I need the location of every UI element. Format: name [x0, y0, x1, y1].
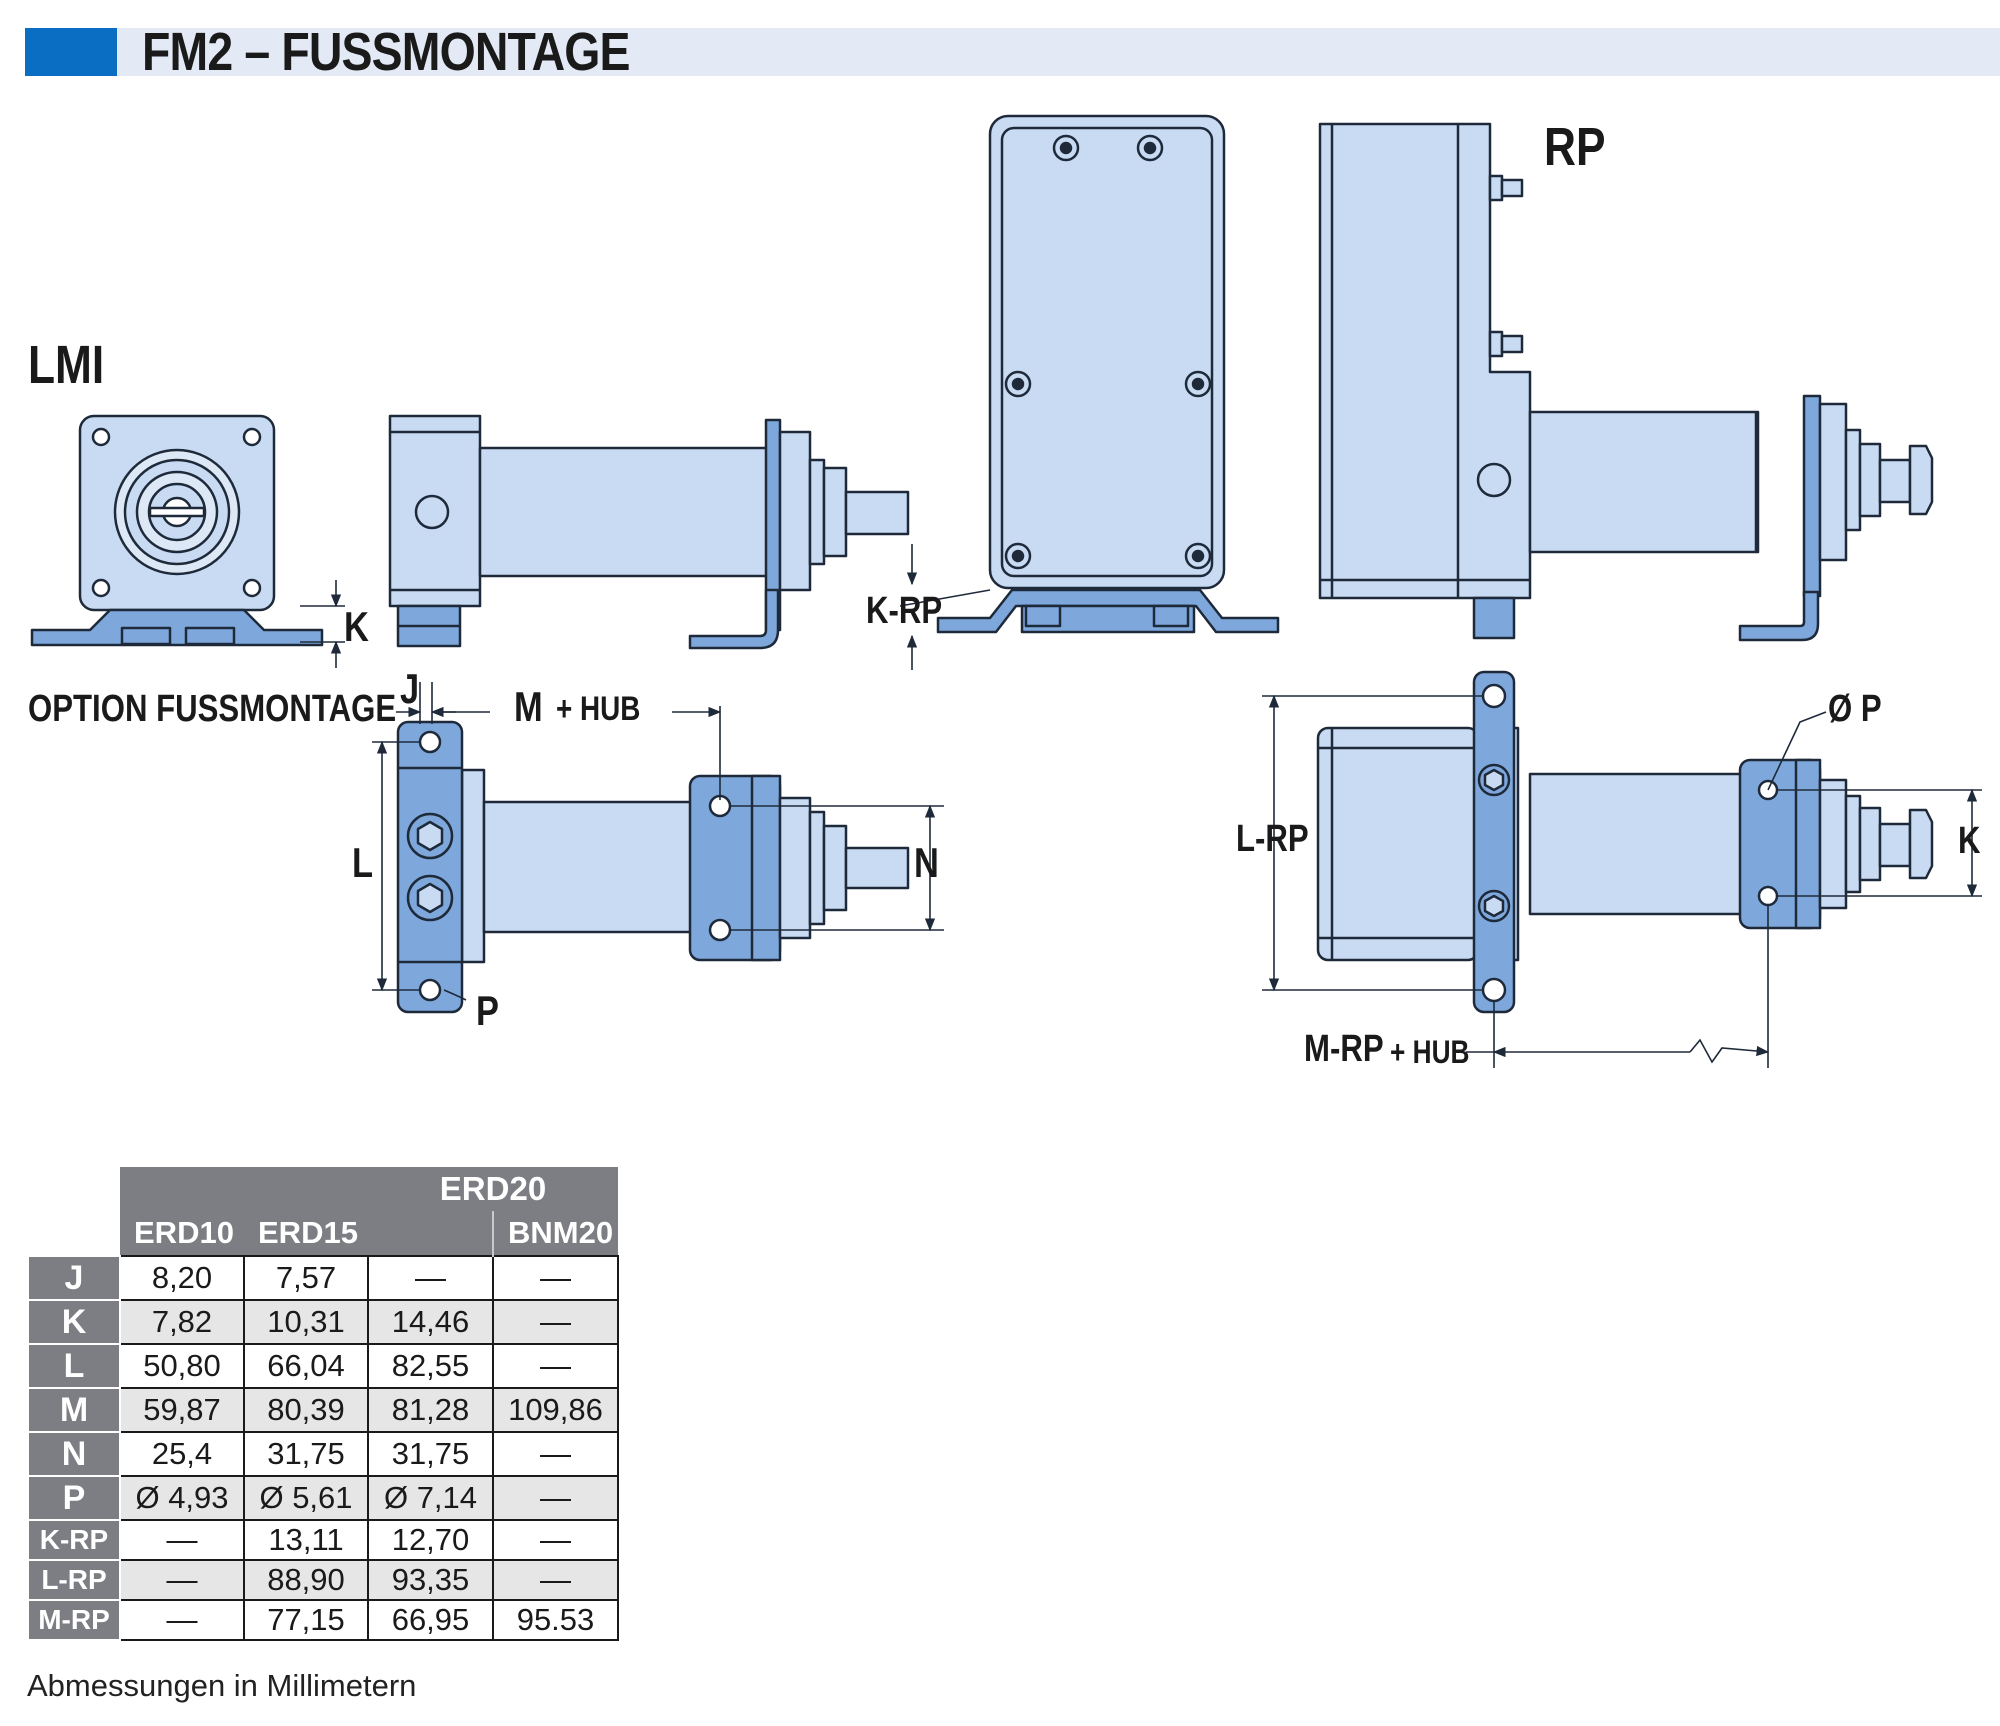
table-cell: 82,55: [367, 1343, 494, 1389]
dim-label-m-hub: + HUB: [556, 690, 641, 728]
row-label: M: [27, 1387, 121, 1433]
table-cell: —: [119, 1599, 245, 1641]
table-cell: 12,70: [367, 1519, 494, 1561]
table-cell: 31,75: [367, 1431, 494, 1477]
row-label: N: [27, 1431, 121, 1477]
table-cell: 13,11: [243, 1519, 369, 1561]
label-lmi: LMI: [28, 335, 105, 395]
header-band: [25, 28, 2000, 76]
col-bnm20: BNM20: [492, 1211, 618, 1256]
row-label: K-RP: [27, 1519, 121, 1561]
table-cell: 66,04: [243, 1343, 369, 1389]
table-cell: —: [367, 1255, 494, 1301]
table-cell: —: [492, 1475, 619, 1521]
table-cell: 88,90: [243, 1559, 369, 1601]
dim-label-m: M: [514, 683, 543, 730]
label-option-fussmontage: OPTION FUSSMONTAGE: [28, 688, 397, 730]
dim-label-l-rp: L-RP: [1236, 818, 1309, 860]
technical-drawing: [30, 114, 1982, 1068]
dim-label-k-rp: K-RP: [866, 590, 943, 632]
rp-front-view: [936, 114, 1280, 634]
dim-label-n: N: [914, 839, 939, 886]
rp-side-view: [1318, 122, 1934, 642]
dim-label-p: P: [476, 987, 499, 1034]
row-label: J: [27, 1255, 121, 1301]
lmi-side-view: [388, 414, 910, 650]
table-cell: 80,39: [243, 1387, 369, 1433]
lmi-top-view: [396, 720, 910, 1014]
table-cell: Ø 4,93: [119, 1475, 245, 1521]
header-accent-block: [25, 28, 117, 76]
dim-label-j: J: [400, 665, 420, 712]
table-cell: Ø 7,14: [367, 1475, 494, 1521]
table-group-header-row: ERD20: [28, 1167, 618, 1256]
col-group-erd20: ERD20: [368, 1167, 618, 1211]
row-label: P: [27, 1475, 121, 1521]
table-cell: 93,35: [367, 1559, 494, 1601]
table-cell: 25,4: [119, 1431, 245, 1477]
table-cell: —: [119, 1559, 245, 1601]
table-header-row: ERD10 ERD15 BNM20: [28, 1211, 618, 1256]
table-cell: —: [492, 1255, 619, 1301]
table-cell: 59,87: [119, 1387, 245, 1433]
row-label: M-RP: [27, 1599, 121, 1641]
col-erd10: ERD10: [120, 1211, 244, 1256]
table-cell: 8,20: [119, 1255, 245, 1301]
footnote: Abmessungen in Millimetern: [27, 1668, 417, 1703]
table-cell: 7,57: [243, 1255, 369, 1301]
lmi-front-view: [30, 414, 324, 647]
table-cell: —: [492, 1519, 619, 1561]
col-erd15: ERD15: [244, 1211, 368, 1256]
table-cell: —: [119, 1519, 245, 1561]
table-cell: 7,82: [119, 1299, 245, 1345]
table-cell: 77,15: [243, 1599, 369, 1641]
table-cell: 14,46: [367, 1299, 494, 1345]
table-cell: 31,75: [243, 1431, 369, 1477]
table-cell: 95.53: [492, 1599, 619, 1641]
table-cell: 10,31: [243, 1299, 369, 1345]
label-rp: RP: [1544, 117, 1606, 177]
table-cell: 66,95: [367, 1599, 494, 1641]
row-label: L-RP: [27, 1559, 121, 1601]
table-cell: —: [492, 1559, 619, 1601]
table-cell: Ø 5,61: [243, 1475, 369, 1521]
table-cell: 81,28: [367, 1387, 494, 1433]
dim-label-m-rp: M-RP: [1304, 1028, 1384, 1070]
dim-label-phi-p: Ø P: [1828, 688, 1882, 730]
table-cell: 109,86: [492, 1387, 619, 1433]
table-cell: —: [492, 1343, 619, 1389]
table-cell: 50,80: [119, 1343, 245, 1389]
dim-label-k: K: [344, 603, 369, 650]
dim-label-l: L: [352, 839, 374, 886]
dimension-lines: [300, 544, 1982, 1068]
row-label: K: [27, 1299, 121, 1345]
page-title: FM2 – FUSSMONTAGE: [142, 22, 631, 82]
col-erd20: [368, 1211, 493, 1256]
row-label: L: [27, 1343, 121, 1389]
table-cell: —: [492, 1299, 619, 1345]
rp-top-view: [1316, 670, 1934, 1014]
table-cell: —: [492, 1431, 619, 1477]
dim-label-k-right: K: [1958, 820, 1981, 862]
dim-label-m-rp-hub: + HUB: [1390, 1034, 1470, 1070]
